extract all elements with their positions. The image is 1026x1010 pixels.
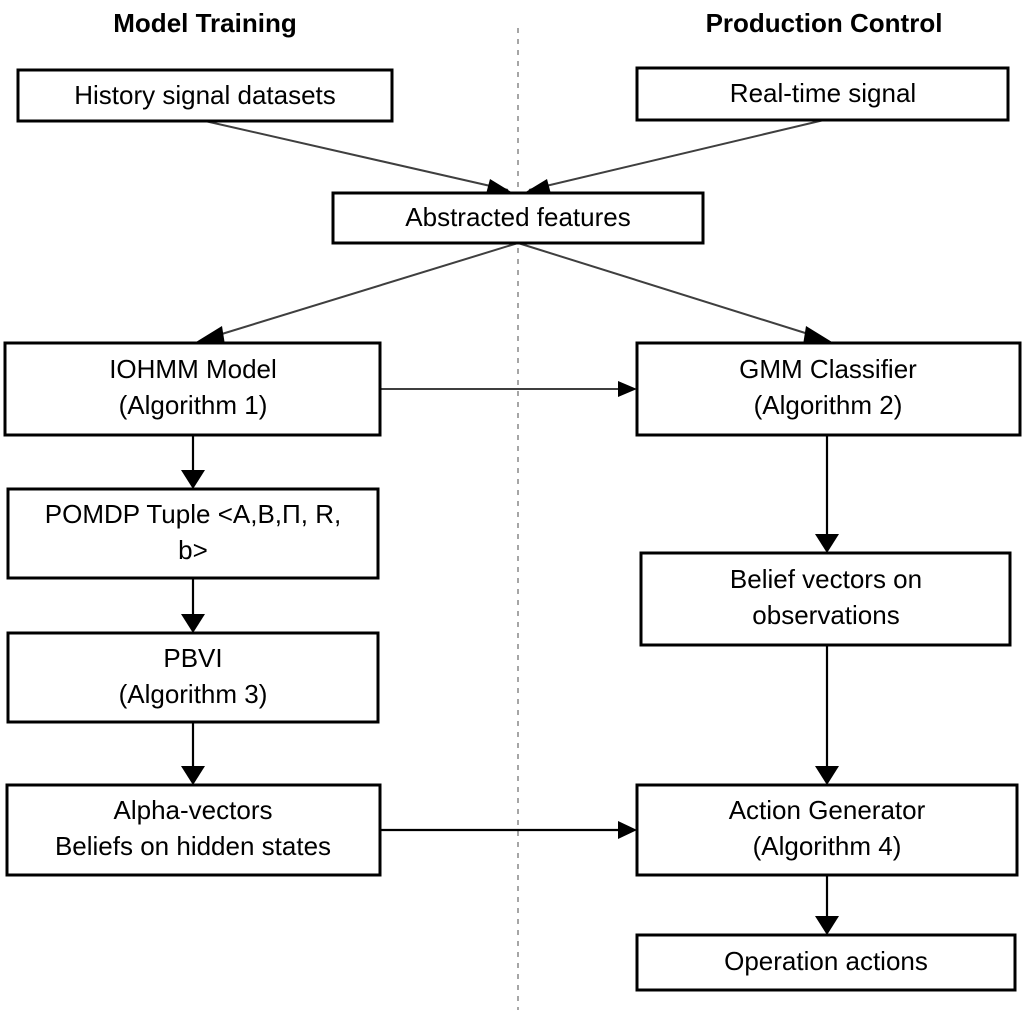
node-label-real-time-signal: Real-time signal [730,78,916,108]
edge-pbvi-to-alpha [181,722,205,785]
node-label-abstracted-features: Abstracted features [405,202,630,232]
node-history-signal-datasets[interactable]: History signal datasets [16,68,394,123]
edge-belief-to-action [815,645,839,785]
node-operation-actions[interactable]: Operation actions [635,933,1017,992]
node-abstracted-features[interactable]: Abstracted features [331,191,705,245]
edge-abstracted-to-gmm [517,242,832,345]
edge-gmm-to-belief [815,435,839,553]
node-alpha-vectors[interactable]: Alpha-vectors Beliefs on hidden states [5,783,382,877]
node-label-operation-actions: Operation actions [724,946,928,976]
edge-action-to-operation [815,875,839,935]
node-pbvi[interactable]: PBVI (Algorithm 3) [6,631,380,724]
node-iohmm-model[interactable]: IOHMM Model (Algorithm 1) [3,341,382,437]
node-label-action-generator-line1: Action Generator [729,795,926,825]
edge-pomdp-to-pbvi [181,578,205,633]
edge-iohmm-to-pomdp [181,435,205,489]
edge-realtime-to-abstracted [524,119,825,194]
node-label-alpha-vectors-line2: Beliefs on hidden states [55,831,331,861]
node-label-gmm-classifier-line2: (Algorithm 2) [754,390,903,420]
edge-alpha-to-action [380,821,637,839]
node-label-pomdp-tuple-line2: b> [178,535,208,565]
node-label-pbvi-line1: PBVI [163,643,222,673]
column-title-production-control: Production Control [706,8,943,38]
node-label-gmm-classifier-line1: GMM Classifier [739,354,917,384]
node-label-pomdp-tuple-line1: POMDP Tuple <A,B,Π, R, [45,499,341,529]
node-label-belief-vectors-line1: Belief vectors on [730,564,922,594]
column-title-model-training: Model Training [113,8,296,38]
node-pomdp-tuple[interactable]: POMDP Tuple <A,B,Π, R, b> [6,487,380,580]
node-action-generator[interactable]: Action Generator (Algorithm 4) [635,783,1019,877]
node-label-pbvi-line2: (Algorithm 3) [119,679,268,709]
node-label-action-generator-line2: (Algorithm 4) [753,831,902,861]
node-label-history-signal-datasets: History signal datasets [74,80,336,110]
node-label-belief-vectors-line2: observations [752,600,899,630]
edge-iohmm-to-gmm [380,381,637,397]
edge-abstracted-to-iohmm [196,242,519,345]
node-gmm-classifier[interactable]: GMM Classifier (Algorithm 2) [635,341,1022,437]
node-label-alpha-vectors-line1: Alpha-vectors [114,795,273,825]
edge-history-to-abstracted [204,120,513,194]
node-belief-vectors-on-observations[interactable]: Belief vectors on observations [639,551,1012,647]
node-label-iohmm-model-line1: IOHMM Model [109,354,277,384]
node-label-iohmm-model-line2: (Algorithm 1) [119,390,268,420]
node-real-time-signal[interactable]: Real-time signal [635,66,1010,122]
